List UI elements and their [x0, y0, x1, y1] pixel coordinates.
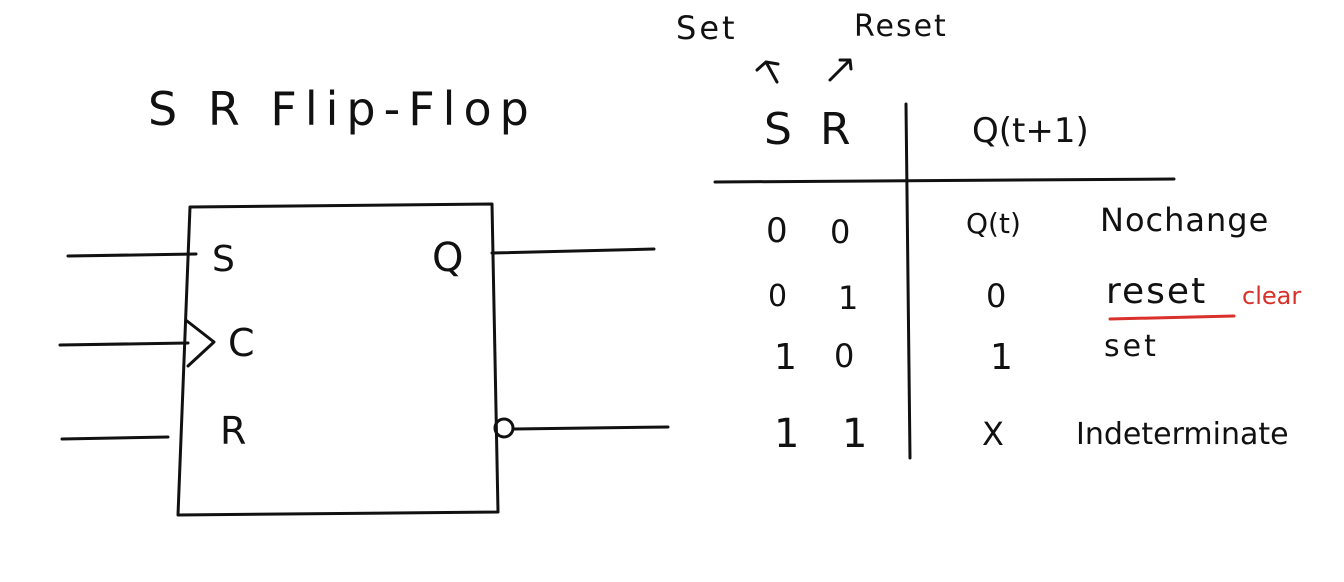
row-2-r: 1: [838, 279, 859, 317]
header-s: S: [764, 104, 792, 155]
c-pin-label: C: [228, 321, 255, 365]
row-2-next: 0: [986, 277, 1007, 315]
header-next-state: Q(t+1): [972, 111, 1089, 151]
row-1-desc: Nochange: [1100, 201, 1270, 239]
row-3-r: 0: [834, 337, 855, 375]
row-4-s: 1: [774, 411, 800, 457]
row-1-s: 0: [766, 211, 788, 251]
row-4-r: 1: [842, 411, 868, 457]
row-4-desc: Indeterminate: [1076, 417, 1289, 452]
row-3-next: 1: [990, 337, 1013, 378]
q-bar-output-wire: [512, 425, 670, 431]
row-2-s: 0: [768, 279, 788, 314]
s-pin-label: S: [212, 239, 235, 280]
s-input-wire: [66, 252, 198, 258]
header-r: R: [820, 104, 851, 155]
reset-arrow-icon: [828, 58, 853, 82]
row-1-r: 0: [830, 213, 851, 251]
reset-underline: [1108, 314, 1236, 321]
set-arrow-icon: [755, 60, 780, 84]
clock-triangle-icon: [185, 319, 216, 368]
table-vertical-rule: [904, 102, 912, 460]
row-4-next: X: [982, 415, 1004, 453]
table-horizontal-rule: [713, 177, 1176, 184]
row-1-next: Q(t): [966, 207, 1021, 240]
set-annotation: Set: [676, 9, 738, 47]
row-3-desc: set: [1104, 329, 1159, 364]
q-pin-label: Q: [432, 235, 464, 281]
diagram-title: S R Flip-Flop: [148, 82, 537, 136]
row-2-desc: reset: [1106, 271, 1208, 312]
reset-annotation: Reset: [854, 9, 948, 44]
row-3-s: 1: [774, 337, 797, 378]
r-input-wire: [60, 435, 170, 441]
c-input-wire: [58, 341, 190, 347]
r-pin-label: R: [220, 409, 247, 453]
q-output-wire: [490, 247, 656, 255]
flip-flop-box: [176, 202, 500, 517]
row-2-note: clear: [1242, 282, 1302, 310]
